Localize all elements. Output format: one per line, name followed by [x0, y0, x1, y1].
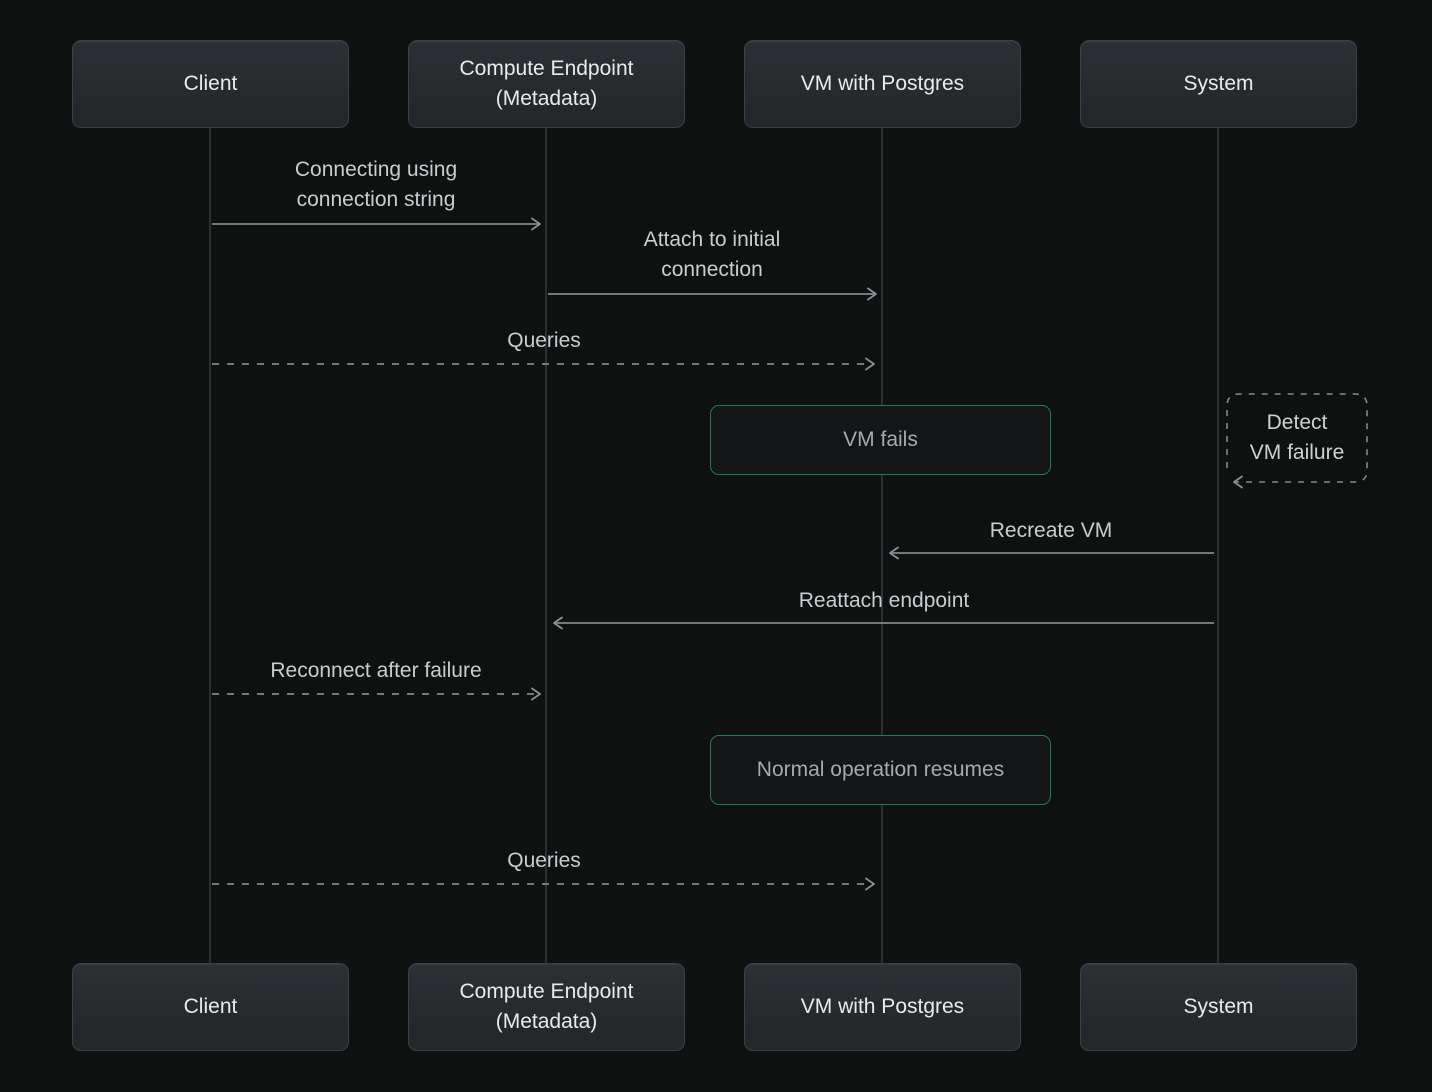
actor-client-bottom: Client [72, 963, 349, 1051]
message-label-reconnect: Reconnect after failure [270, 659, 482, 682]
actor-vm-postgres-bottom: VM with Postgres [744, 963, 1021, 1051]
lifeline-vm-postgres [881, 128, 883, 964]
message-label-queries-2: Queries [507, 849, 581, 872]
note-detect-vm-failure: Detect VM failure [1249, 411, 1345, 464]
message-label-connecting: Connecting using connection string [294, 158, 458, 211]
lifeline-client [209, 128, 211, 964]
message-label-queries-1: Queries [507, 329, 581, 352]
lifeline-system [1217, 128, 1219, 964]
actor-compute-endpoint-top: Compute Endpoint (Metadata) [408, 40, 685, 128]
actor-system-top: System [1080, 40, 1357, 128]
actor-vm-postgres-top: VM with Postgres [744, 40, 1021, 128]
actor-system-bottom: System [1080, 963, 1357, 1051]
actor-compute-endpoint-bottom: Compute Endpoint (Metadata) [408, 963, 685, 1051]
message-label-reattach: Reattach endpoint [798, 589, 970, 612]
lifeline-compute-endpoint [545, 128, 547, 964]
message-label-recreate: Recreate VM [989, 519, 1113, 542]
note-normal-operation-resumes: Normal operation resumes [710, 735, 1051, 805]
message-label-attach: Attach to initial connection [643, 228, 781, 281]
note-vm-fails: VM fails [710, 405, 1051, 475]
actor-client-top: Client [72, 40, 349, 128]
arrow-detect-self-loop [1226, 393, 1368, 489]
